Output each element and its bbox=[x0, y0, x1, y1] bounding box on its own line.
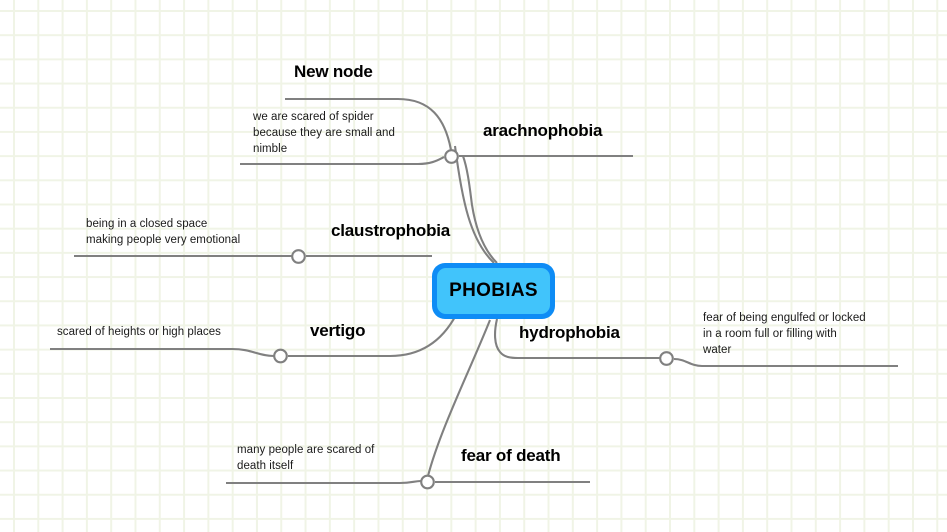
branch-label-vertigo[interactable]: vertigo bbox=[310, 321, 366, 340]
wire-arachnophobia-to-center bbox=[453, 145, 495, 264]
central-node[interactable]: PHOBIAS bbox=[432, 263, 555, 319]
wire-arachnophobia-note bbox=[240, 156, 445, 166]
branch-note-arachnophobia[interactable]: we are scared of spider because they are… bbox=[253, 111, 395, 156]
wire-hydrophobia-right bbox=[673, 357, 898, 368]
branch-note-claustrophobia[interactable]: being in a closed space making people ve… bbox=[86, 218, 241, 247]
wire-fear-of-death-note bbox=[226, 479, 422, 485]
node-dot-fear-of-death bbox=[420, 474, 435, 490]
branch-note-fear-of-death[interactable]: many people are scared of death itself bbox=[237, 444, 375, 473]
branch-note-hydrophobia[interactable]: fear of being engulfed or locked in a ro… bbox=[703, 312, 866, 357]
branch-label-arachnophobia[interactable]: arachnophobia bbox=[483, 121, 603, 140]
wire-new-node-to-center bbox=[462, 155, 498, 264]
central-node-label: PHOBIAS bbox=[449, 280, 538, 301]
node-dot-arachnophobia bbox=[444, 149, 459, 164]
branch-label-claustrophobia[interactable]: claustrophobia bbox=[331, 221, 451, 240]
node-dot-claustrophobia bbox=[291, 249, 306, 264]
connector-nodes bbox=[273, 149, 674, 490]
wire-vertigo-left bbox=[50, 347, 275, 358]
branch-label-fear-of-death[interactable]: fear of death bbox=[461, 446, 561, 465]
branch-note-vertigo[interactable]: scared of heights or high places bbox=[57, 326, 221, 338]
node-dot-hydrophobia bbox=[659, 351, 674, 366]
branch-label-new-node[interactable]: New node bbox=[294, 62, 373, 81]
node-dot-vertigo bbox=[273, 348, 288, 364]
branch-label-hydrophobia[interactable]: hydrophobia bbox=[519, 323, 620, 342]
central-node-inner: PHOBIAS bbox=[437, 268, 550, 314]
